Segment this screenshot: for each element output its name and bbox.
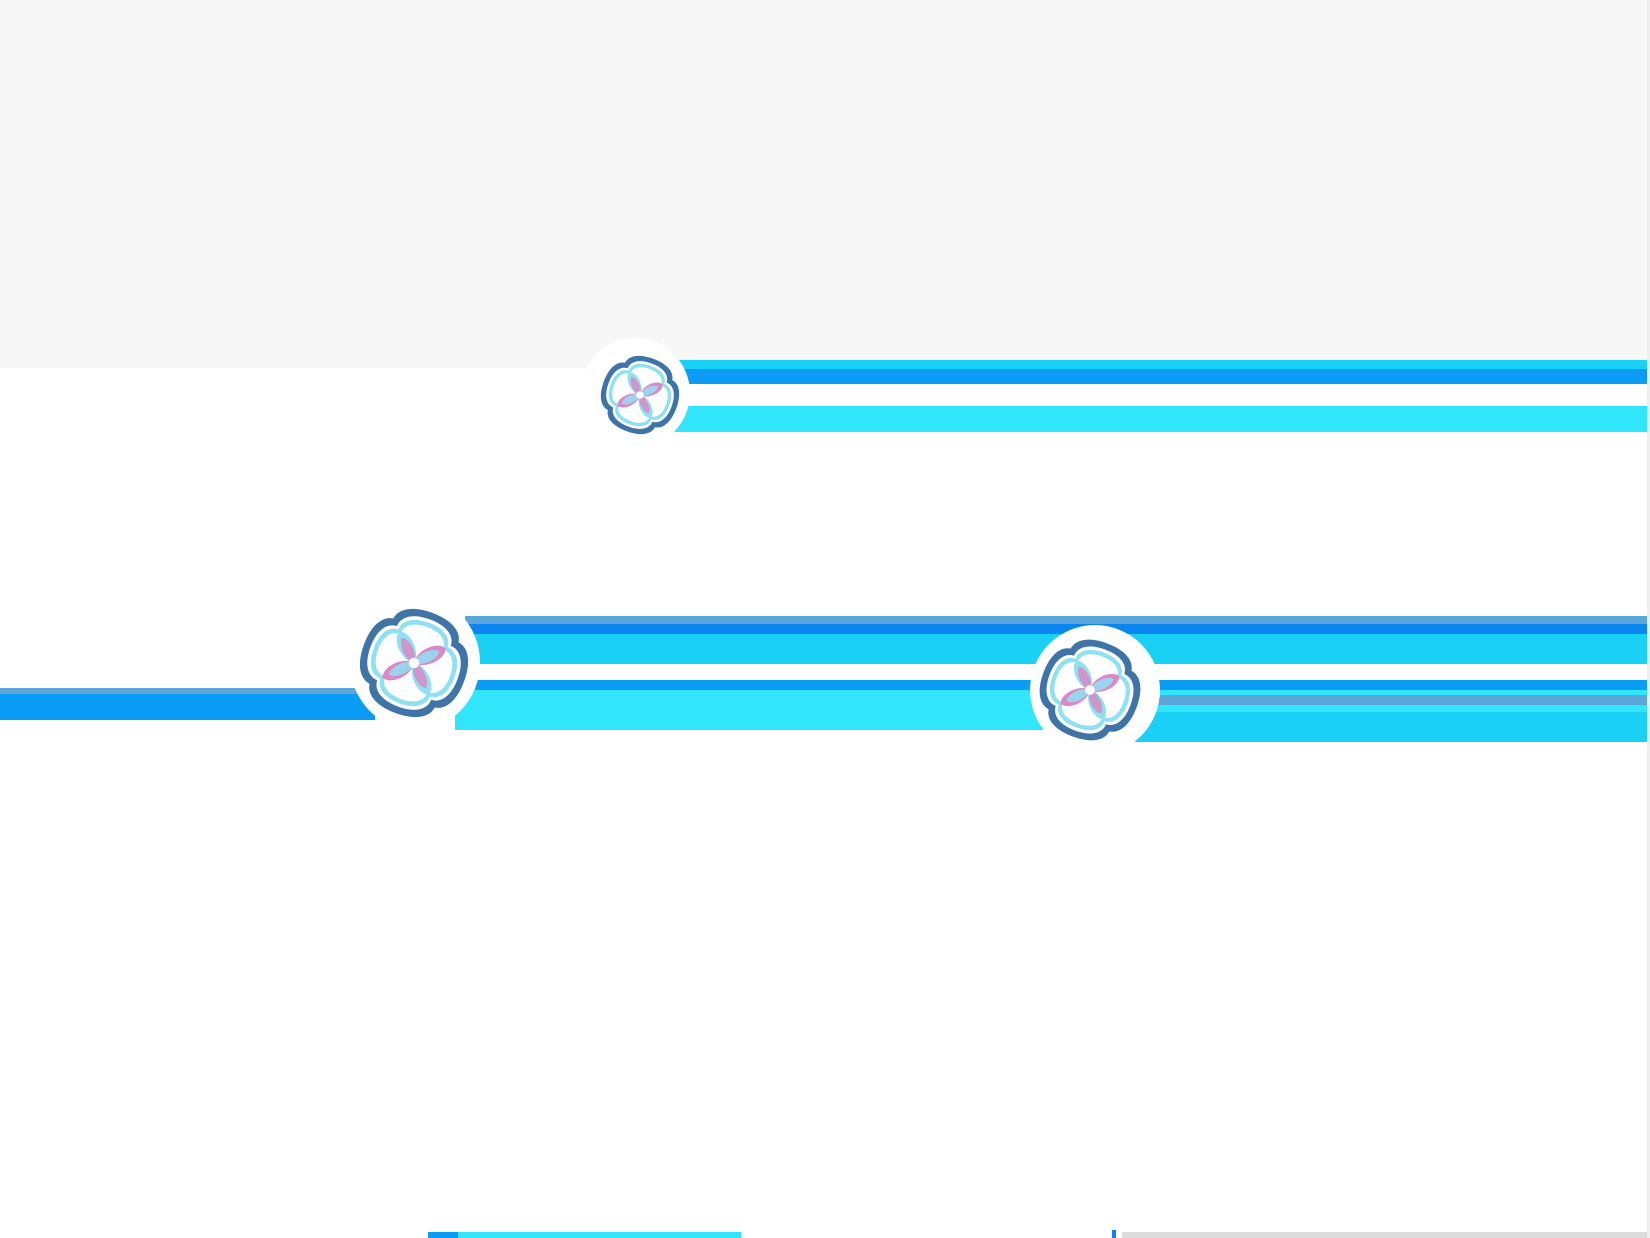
- bottom-bar-cyan: [458, 1232, 741, 1238]
- flower-streak-inner: [630, 376, 641, 395]
- stripe-top-3: [640, 406, 1650, 432]
- flower-streak-inner: [639, 395, 650, 414]
- flower-icon-graphic: [1039, 639, 1141, 741]
- right-edge-line: [1647, 0, 1650, 1238]
- flower-icon-graphic: [359, 608, 469, 718]
- flower-streak-inner: [621, 394, 640, 405]
- flower-center: [1085, 685, 1095, 695]
- flower-icon: [1036, 634, 1144, 746]
- flower-streak-inner: [1089, 690, 1103, 714]
- flower-icon: [356, 603, 472, 723]
- stripe-mid-1: [465, 616, 1650, 624]
- flower-streak-inner: [640, 385, 659, 396]
- flower-streak-inner: [388, 662, 414, 676]
- flower-streak-inner: [401, 637, 415, 663]
- grey-header-panel: [0, 0, 1650, 368]
- stripe-mid-6: [1135, 695, 1650, 705]
- flower-streak-inner: [414, 650, 440, 664]
- stripe-mid-7: [1135, 712, 1650, 742]
- flower-streak-inner: [1077, 666, 1091, 690]
- stripe-left-2: [0, 694, 375, 720]
- bottom-bar-cyan-left: [428, 1232, 458, 1238]
- flower-icon: [598, 350, 682, 440]
- flower-streak-inner: [1066, 689, 1090, 703]
- stripe-left-1: [0, 688, 375, 694]
- flower-streak-inner: [413, 663, 427, 689]
- stripe-mid-2: [465, 624, 1650, 634]
- bottom-bar-grey: [1122, 1232, 1650, 1238]
- flower-streak-inner: [1090, 677, 1114, 691]
- flower-center: [636, 391, 644, 399]
- flower-center: [408, 657, 420, 669]
- flower-icon-graphic: [600, 355, 680, 435]
- bottom-bar-blue-tick: [1112, 1230, 1116, 1238]
- stripe-top-1: [640, 360, 1650, 369]
- stripe-top-2: [640, 369, 1650, 384]
